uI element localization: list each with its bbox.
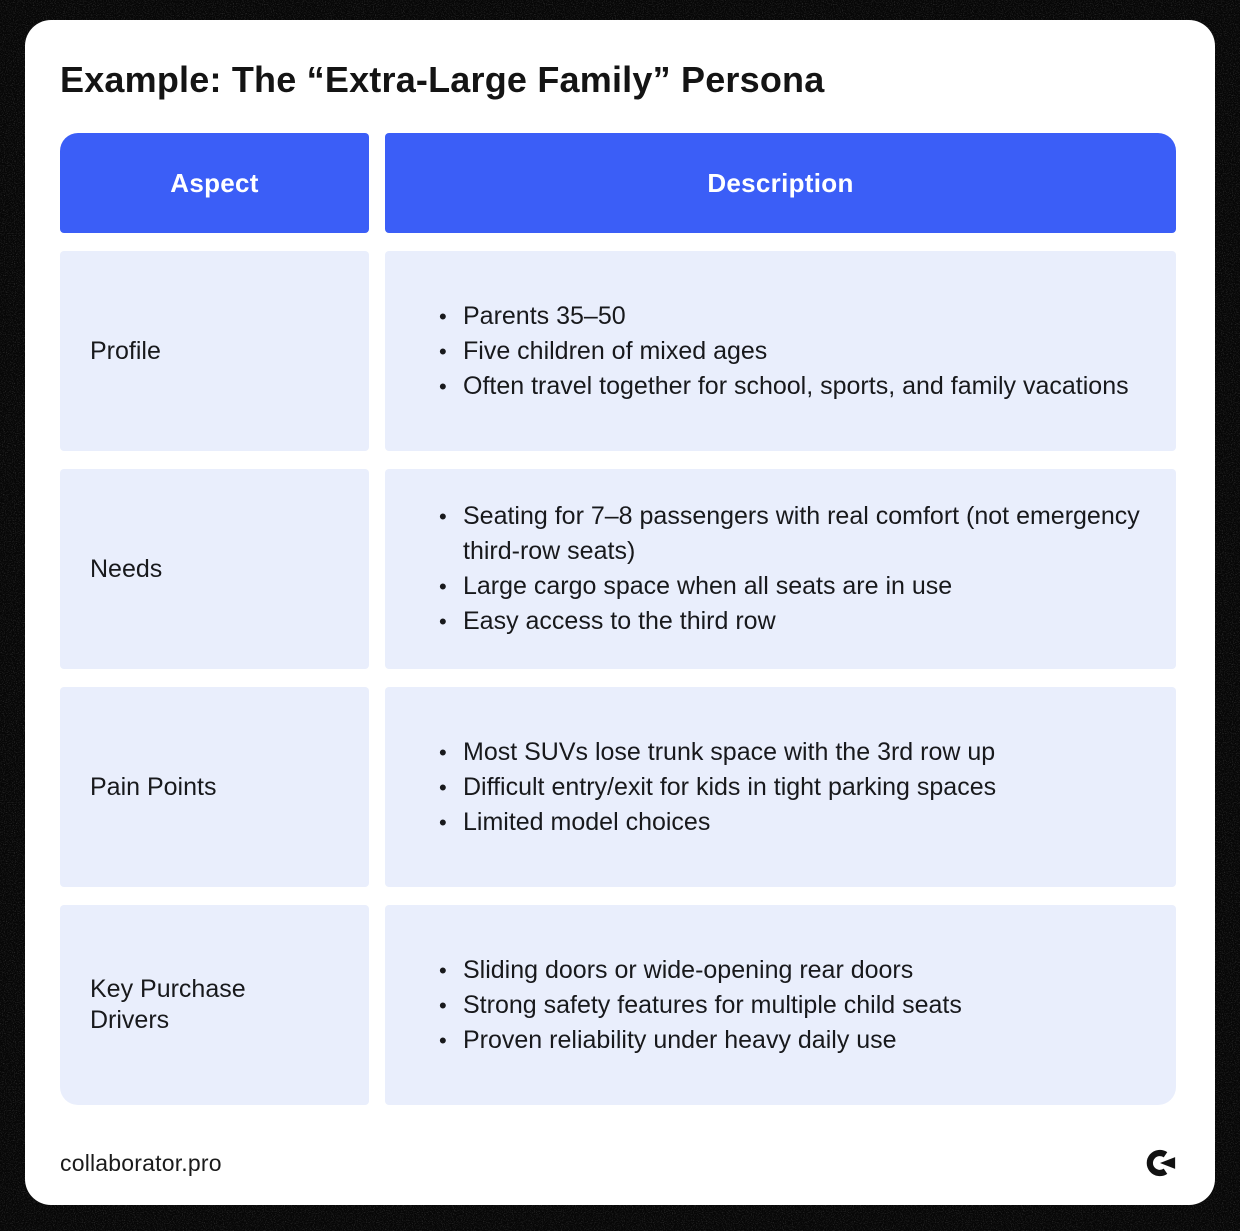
bullet-item: Parents 35–50 [439,299,1148,334]
aspect-label: Pain Points [90,772,217,801]
bullet-item: Limited model choices [439,805,1148,840]
aspect-label: Key Purchase Drivers [90,975,246,1034]
aspect-cell-needs: Needs [60,469,369,669]
bullet-item: Strong safety features for multiple chil… [439,988,1148,1023]
aspect-label: Needs [90,554,163,583]
bullet-item: Proven reliability under heavy daily use [439,1023,1148,1058]
bullet-item: Easy access to the third row [439,604,1148,639]
bullet-item: Seating for 7–8 passengers with real com… [439,499,1148,569]
brand-text: collaborator.pro [60,1149,222,1176]
aspect-cell-pain-points: Pain Points [60,687,369,887]
column-header-aspect: Aspect [60,133,369,233]
bullet-list: Sliding doors or wide-opening rear doors… [385,953,1176,1058]
bullet-item: Sliding doors or wide-opening rear doors [439,953,1148,988]
description-cell-key-purchase-drivers: Sliding doors or wide-opening rear doors… [385,905,1176,1105]
bullet-list: Parents 35–50 Five children of mixed age… [385,299,1176,404]
bullet-item: Difficult entry/exit for kids in tight p… [439,770,1148,805]
bullet-list: Most SUVs lose trunk space with the 3rd … [385,735,1176,840]
bullet-list: Seating for 7–8 passengers with real com… [385,499,1176,639]
aspect-label: Profile [90,336,161,365]
bullet-item: Most SUVs lose trunk space with the 3rd … [439,735,1148,770]
description-cell-profile: Parents 35–50 Five children of mixed age… [385,251,1176,451]
collaborator-logo-icon [1146,1148,1176,1178]
footer: collaborator.pro [60,1148,1176,1178]
bullet-item: Five children of mixed ages [439,334,1148,369]
page-title: Example: The “Extra-Large Family” Person… [60,59,825,100]
description-cell-pain-points: Most SUVs lose trunk space with the 3rd … [385,687,1176,887]
column-header-description: Description [385,133,1176,233]
infographic-card: Example: The “Extra-Large Family” Person… [25,20,1215,1205]
aspect-cell-profile: Profile [60,251,369,451]
bullet-item: Often travel together for school, sports… [439,369,1148,404]
persona-table: Aspect Description Profile Parents 35–50… [60,133,1176,1105]
bullet-item: Large cargo space when all seats are in … [439,569,1148,604]
description-cell-needs: Seating for 7–8 passengers with real com… [385,469,1176,669]
aspect-cell-key-purchase-drivers: Key Purchase Drivers [60,905,369,1105]
